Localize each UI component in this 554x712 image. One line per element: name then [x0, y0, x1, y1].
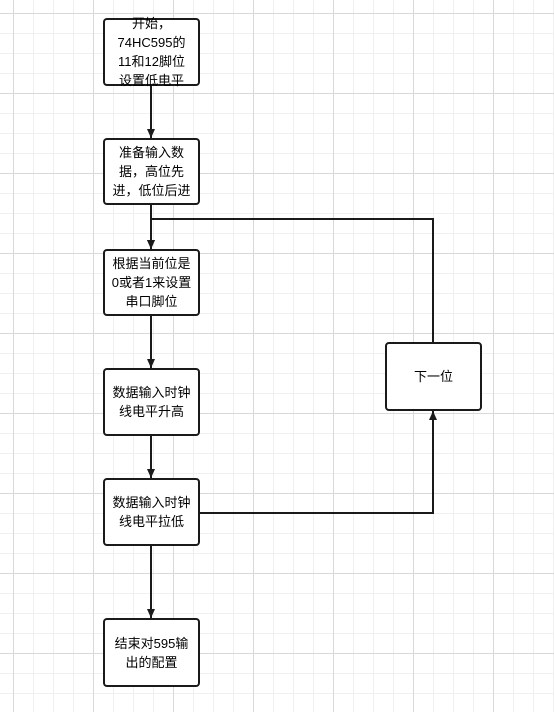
node-clock-low-label: 数据输入时钟 线电平拉低: [112, 495, 191, 529]
node-prepare-data[interactable]: 准备输入数 据，高位先 进，低位后进: [103, 138, 200, 205]
node-prepare-data-label: 准备输入数 据，高位先 进，低位后进: [112, 145, 191, 198]
node-set-serial-pin[interactable]: 根据当前位是 0或者1来设置 串口脚位: [103, 249, 200, 316]
node-end[interactable]: 结束对595输 出的配置: [103, 618, 200, 687]
node-next-bit[interactable]: 下一位: [385, 342, 482, 411]
node-start[interactable]: 开始， 74HC595的 11和12脚位 设置低电平: [103, 16, 200, 88]
node-start-label: 开始， 74HC595的 11和12脚位 设置低电平: [117, 16, 186, 88]
node-clock-low[interactable]: 数据输入时钟 线电平拉低: [103, 478, 200, 546]
node-set-serial-pin-label: 根据当前位是 0或者1来设置 串口脚位: [111, 256, 192, 309]
edge-next-bit-to-set-serial: [147, 218, 434, 342]
node-clock-high[interactable]: 数据输入时钟 线电平升高: [103, 368, 200, 436]
edge-clock-low-to-next-bit: [200, 411, 437, 514]
node-clock-high-label: 数据输入时钟 线电平升高: [112, 385, 191, 419]
node-next-bit-label: 下一位: [413, 369, 453, 384]
node-end-label: 结束对595输 出的配置: [114, 635, 189, 670]
